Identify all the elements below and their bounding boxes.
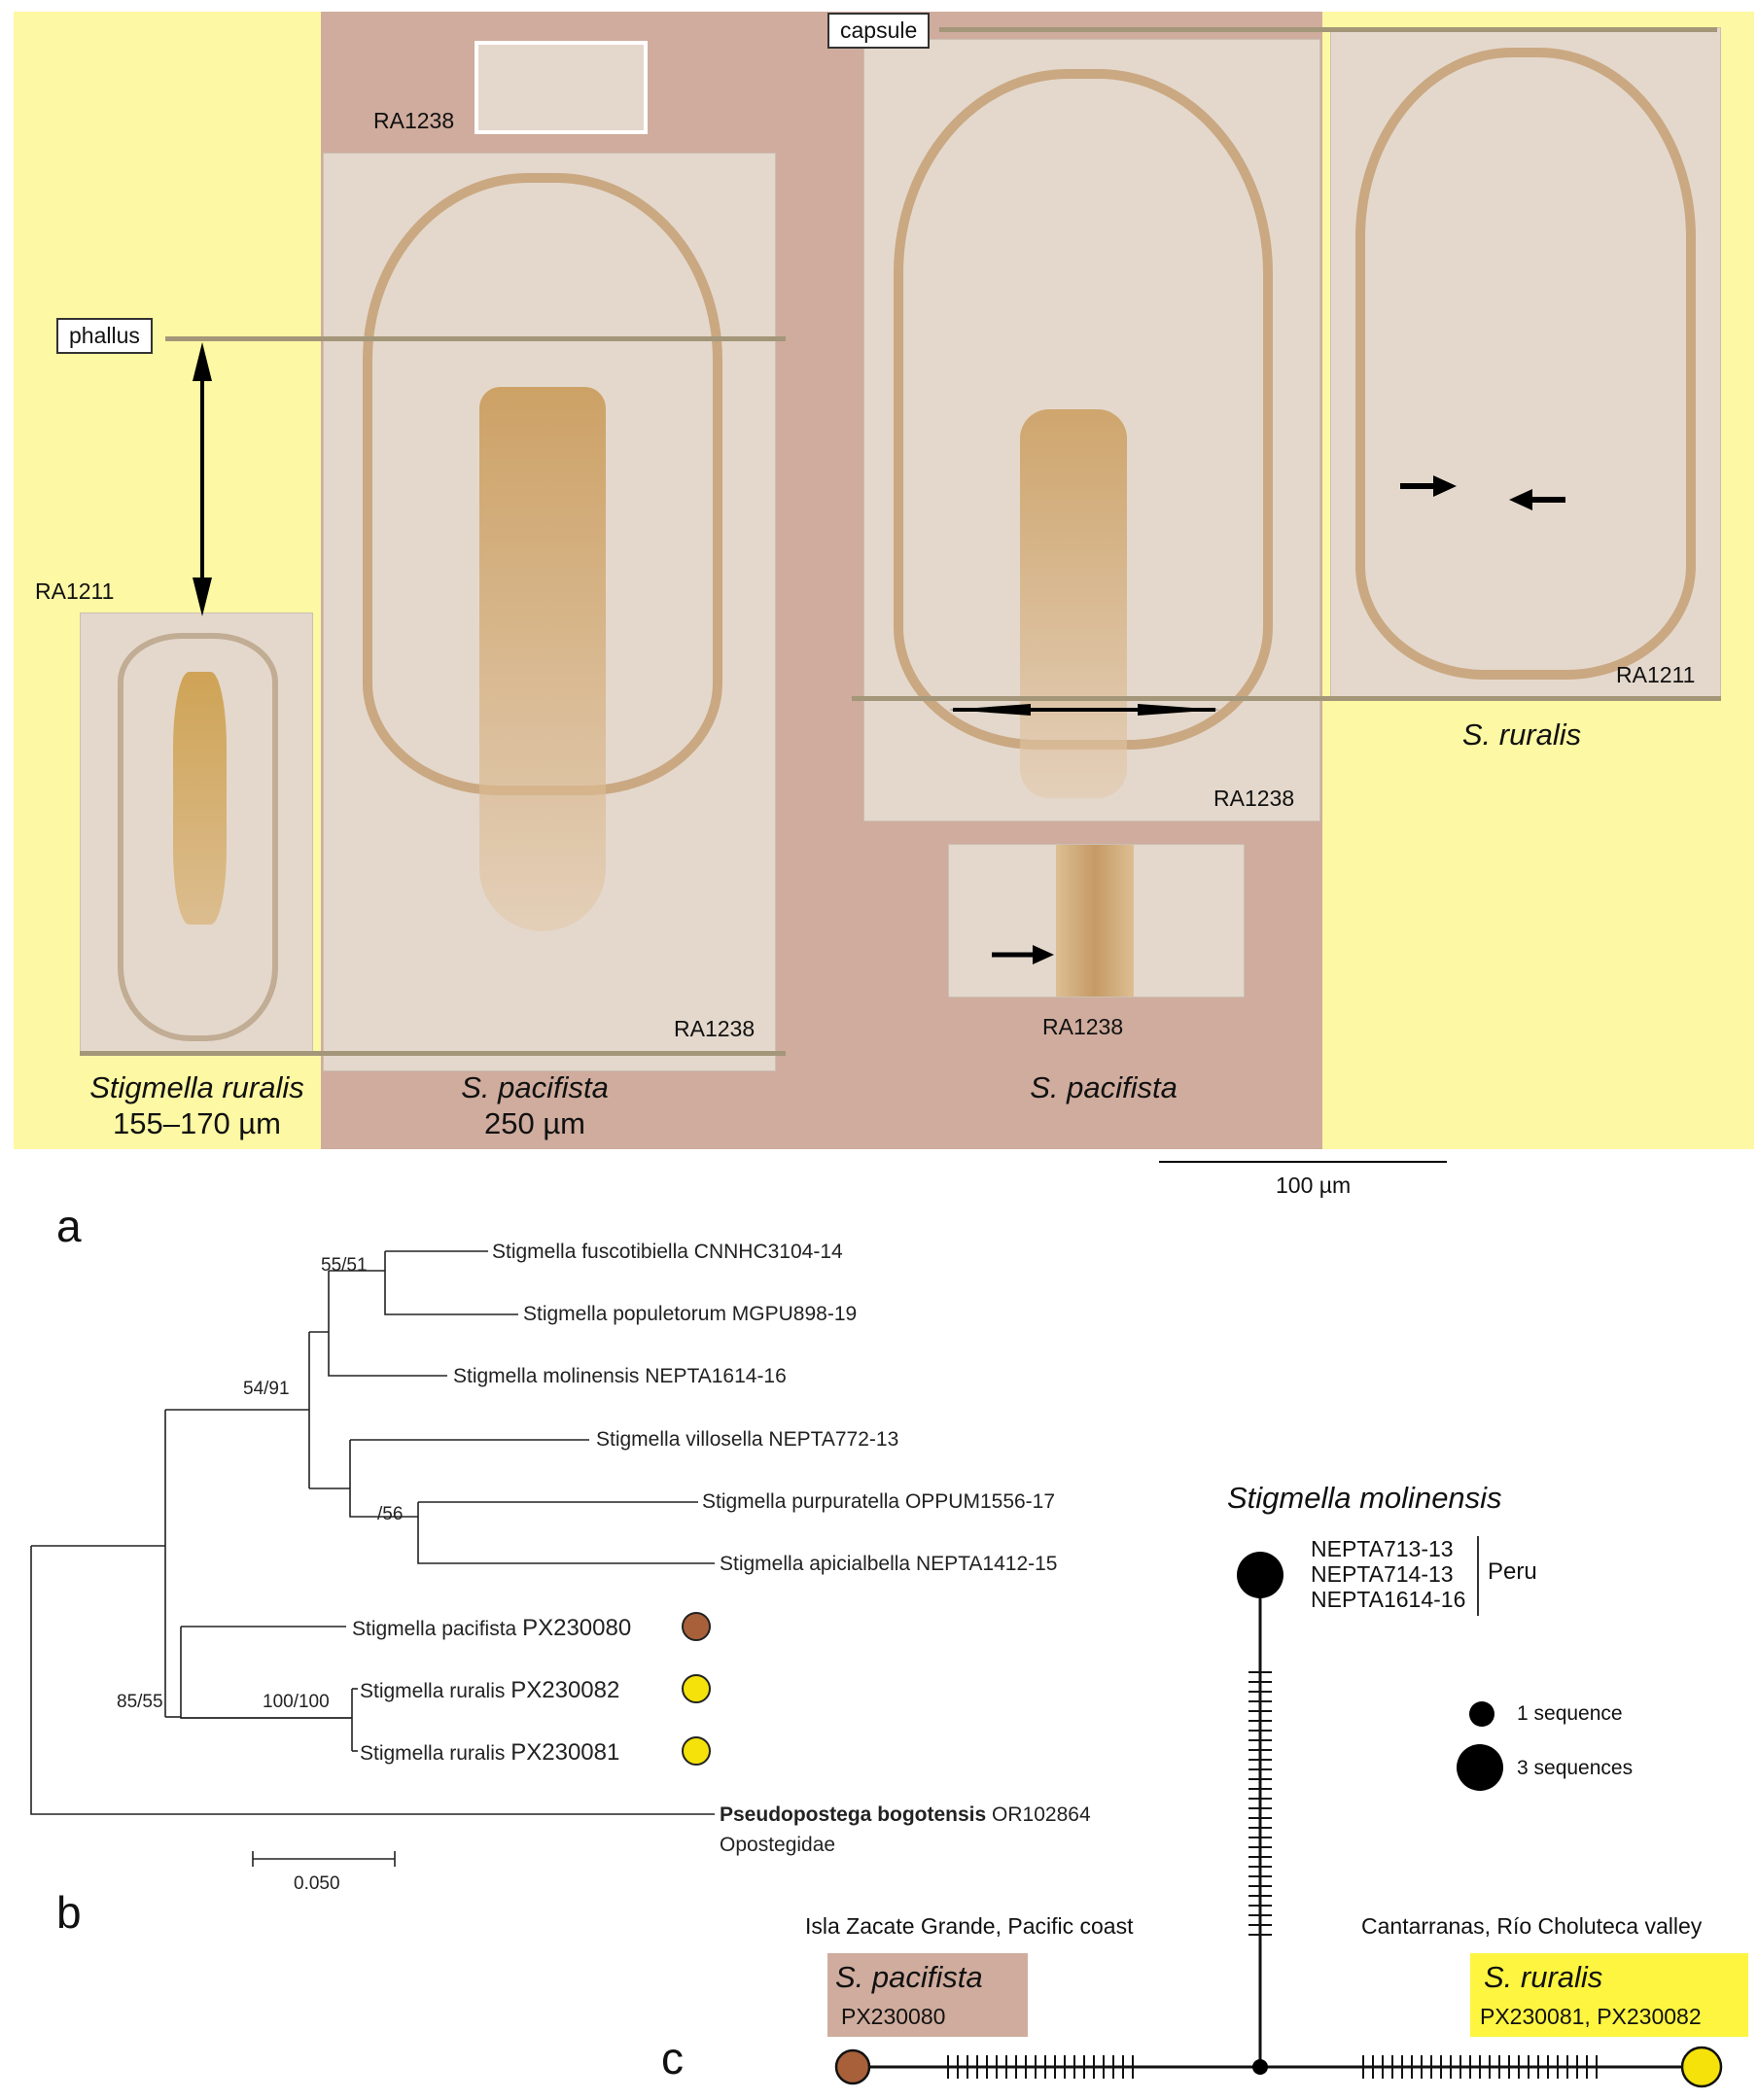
ruralis-network-label: S. ruralis PX230081, PX230082	[1470, 1953, 1748, 2037]
ruralis-phallus-photo	[80, 612, 313, 1055]
right-locality: Cantarranas, Río Choluteca valley	[1361, 1913, 1703, 1939]
ruralis-left-arrow	[1400, 475, 1457, 497]
ruralis-right-arrow	[1509, 489, 1565, 510]
pacifista-full-photo	[323, 153, 776, 1071]
capsule-marker-line	[939, 27, 1717, 32]
phallus-marker-line	[165, 336, 786, 341]
scale-bar-label: 100 µm	[1276, 1172, 1352, 1198]
caption-pacifista-size: 250 µm	[483, 1106, 586, 1140]
taxon-pseudopostega: Pseudopostega bogotensis OR102864	[720, 1803, 1091, 1826]
capsule-bottom-marker-line	[852, 696, 1721, 701]
support-100-100: 100/100	[263, 1692, 330, 1712]
outgroup-family: Opostegidae	[720, 1834, 836, 1856]
support-54-91: 54/91	[243, 1379, 290, 1399]
mutation-ticks-left	[947, 2055, 1134, 2079]
phallus-label: phallus	[56, 318, 153, 354]
ruralis-network-species: S. ruralis	[1484, 1960, 1603, 1994]
pacifista-network-label: S. pacifista PX230080	[827, 1953, 1028, 2037]
pacifista-network-acc: PX230080	[841, 2004, 946, 2029]
capsule-label: capsule	[827, 13, 931, 49]
molinensis-seq-2: NEPTA714-13	[1311, 1561, 1454, 1587]
phylogenetic-tree	[30, 1250, 715, 1815]
panel-a-label: a	[56, 1201, 82, 1251]
phallus-bottom-marker-line	[80, 1051, 786, 1056]
phallus-length-arrow	[193, 342, 212, 616]
tree-scale-label: 0.050	[294, 1873, 340, 1894]
mutation-ticks-vertical	[1248, 1671, 1272, 1936]
molinensis-node	[1237, 1552, 1283, 1598]
pacifista-node	[834, 2048, 871, 2085]
median-node	[1252, 2059, 1268, 2075]
pacifista-detail-photo	[948, 844, 1245, 998]
taxon-villosella: Stigmella villosella NEPTA772-13	[596, 1428, 899, 1451]
panel-c-label: c	[661, 2033, 684, 2083]
molinensis-seq-3: NEPTA1614-16	[1311, 1587, 1466, 1612]
ruralis-capsule-photo	[1330, 27, 1721, 698]
taxon-populetorum: Stigmella populetorum MGPU898-19	[523, 1303, 858, 1325]
pacifista-capsule-photo	[863, 39, 1320, 822]
legend-one-sequence: 1 sequence	[1517, 1702, 1623, 1725]
taxon-ruralis-081: Stigmella ruralis PX230081	[360, 1739, 620, 1766]
detail-arrow	[992, 945, 1054, 964]
caption-pacifista-species-2: S. pacifista	[1030, 1070, 1178, 1104]
taxon-apicialbella: Stigmella apicialbella NEPTA1412-15	[720, 1553, 1058, 1575]
pacifista-network-species: S. pacifista	[835, 1960, 983, 1994]
molinensis-title: Stigmella molinensis	[1227, 1481, 1502, 1515]
panel-b-label: b	[56, 1887, 82, 1938]
specimen-ra1238-capsule: RA1238	[1213, 786, 1295, 811]
specimen-ra1238-detail: RA1238	[1042, 1014, 1124, 1039]
taxon-purpuratella: Stigmella purpuratella OPPUM1556-17	[702, 1490, 1056, 1513]
specimen-ra1211-left: RA1211	[35, 578, 115, 604]
molinensis-seq-1: NEPTA713-13	[1311, 1536, 1454, 1561]
caption-ruralis-short: S. ruralis	[1461, 718, 1582, 752]
caption-ruralis-species: Stigmella ruralis	[89, 1070, 304, 1104]
ruralis-tree-dot-2	[682, 1736, 711, 1766]
pacifista-tree-dot	[682, 1612, 711, 1641]
left-locality: Isla Zacate Grande, Pacific coast	[805, 1913, 1134, 1939]
ruralis-node	[1680, 2046, 1723, 2088]
molinensis-country: Peru	[1488, 1558, 1537, 1585]
molinensis-bracket	[1477, 1536, 1479, 1616]
haplotype-network	[834, 1552, 1723, 2088]
specimen-ra1238-full: RA1238	[674, 1016, 756, 1041]
pacifista-inset-photo	[475, 41, 648, 134]
support-85-55: 85/55	[117, 1692, 163, 1712]
legend-three-dot	[1457, 1744, 1503, 1791]
specimen-ra1238-inset: RA1238	[373, 108, 455, 133]
mutation-ticks-right	[1362, 2055, 1598, 2079]
taxon-ruralis-082: Stigmella ruralis PX230082	[360, 1677, 620, 1703]
caption-ruralis-size: 155–170 µm	[113, 1106, 281, 1140]
taxon-molinensis: Stigmella molinensis NEPTA1614-16	[453, 1365, 787, 1387]
legend-one-dot	[1469, 1701, 1494, 1727]
ruralis-tree-dot-1	[682, 1674, 711, 1703]
capsule-width-arrow	[949, 704, 1219, 716]
support-56: /56	[377, 1504, 404, 1524]
specimen-ra1211-right: RA1211	[1616, 662, 1696, 687]
taxon-fuscotibiella: Stigmella fuscotibiella CNNHC3104-14	[492, 1241, 843, 1263]
legend-three-sequences: 3 sequences	[1517, 1757, 1634, 1779]
taxon-pacifista: Stigmella pacifista PX230080	[352, 1615, 632, 1641]
caption-pacifista-species: S. pacifista	[461, 1070, 609, 1104]
ruralis-network-acc: PX230081, PX230082	[1480, 2004, 1702, 2029]
